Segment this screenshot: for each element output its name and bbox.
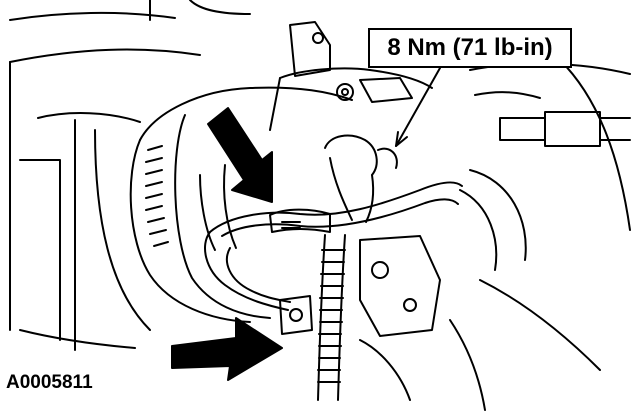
engine-bay-outline [9,0,251,351]
leader-arrowhead [395,131,408,147]
alternator-terminal [269,134,398,233]
callout-leader-line [395,67,441,147]
upper-bracket [269,21,433,131]
alternator [129,77,413,323]
right-side-components [449,59,631,411]
pointer-arrow-icon [171,317,283,381]
wiring-harness [204,181,463,401]
figure-id: A0005811 [6,372,93,393]
torque-callout: 8 Nm (71 lb-in) [368,28,572,68]
pointer-arrow-icon [207,107,273,203]
lower-bracket [279,235,441,401]
